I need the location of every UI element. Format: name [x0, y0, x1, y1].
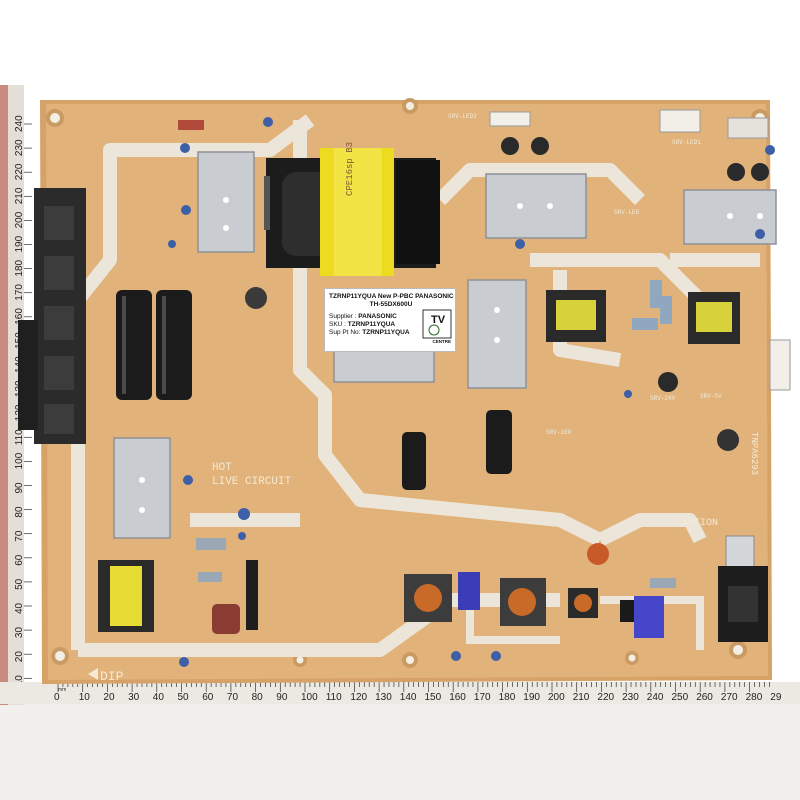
- ruler-label: 30: [14, 627, 25, 639]
- ruler-label: 210: [14, 187, 25, 204]
- ruler-unit: mm: [58, 687, 66, 693]
- ruler-label: 80: [252, 692, 264, 703]
- bulk-capacitors: [116, 137, 769, 490]
- bottom-ruler: 0 10 20 30 40 50 60 70 80 90 100 110 120 130 140 150 160…: [0, 682, 800, 704]
- ruler-label: 90: [14, 482, 25, 494]
- ruler-label: 130: [375, 692, 392, 703]
- ruler-label: 230: [14, 139, 25, 156]
- ruler-label: 30: [128, 692, 140, 703]
- left-connector: [18, 188, 86, 444]
- misc-components: [168, 109, 791, 667]
- ruler-label: 160: [449, 692, 466, 703]
- ruler-label: 29: [770, 692, 782, 703]
- ruler-label: 40: [153, 692, 165, 703]
- ac-inlet: [718, 535, 768, 642]
- ruler-label: 120: [350, 692, 367, 703]
- ruler-label: 270: [721, 692, 738, 703]
- svg-text:SRV-LED2: SRV-LED2: [448, 113, 477, 120]
- silkscreen-text: HOT LIVE CIRCUIT DIP CAUTION TNPA6293 SR…: [100, 113, 759, 684]
- svg-text:SRV-LED: SRV-LED: [614, 209, 640, 216]
- ruler-label: 200: [14, 211, 25, 228]
- ruler-label: 70: [14, 530, 25, 542]
- label-sku-row: SKU : TZRNP11YQUA: [329, 321, 396, 328]
- ruler-label: 180: [14, 259, 25, 276]
- ruler-label: 50: [14, 578, 25, 590]
- ruler-label: 60: [14, 554, 25, 566]
- ruler-label: 170: [474, 692, 491, 703]
- ruler-label: 110: [326, 692, 342, 703]
- ruler-label: 220: [14, 163, 25, 180]
- label-supplier-key: Supplier: [329, 313, 353, 320]
- main-transformer: CPE16sp B3: [266, 142, 440, 276]
- svg-text:SRV-LED1: SRV-LED1: [672, 139, 701, 146]
- ruler-label: 20: [103, 692, 115, 703]
- ruler-label: 250: [672, 692, 689, 703]
- ruler-label: 260: [696, 692, 713, 703]
- label-supplier-value: PANASONIC: [358, 313, 397, 320]
- ruler-label: 190: [14, 235, 25, 252]
- svg-text:LIVE CIRCUIT: LIVE CIRCUIT: [212, 476, 292, 488]
- svg-text:SRV-160: SRV-160: [546, 429, 572, 436]
- label-sku-key: SKU: [329, 321, 343, 328]
- ruler-label: 40: [14, 602, 25, 614]
- ruler-label: 150: [425, 692, 442, 703]
- ruler-label: 100: [301, 692, 318, 703]
- svg-text:HOT: HOT: [212, 462, 232, 474]
- ruler-label: 10: [79, 692, 91, 703]
- tv-centre-logo-icon: TV: [422, 309, 452, 339]
- ruler-label: 140: [400, 692, 417, 703]
- ruler-label: 220: [597, 692, 614, 703]
- ruler-label: 20: [14, 651, 25, 663]
- label-sup-pt-row: Sup Pt No: TZRNP11YQUA: [329, 329, 410, 336]
- label-sup-pt-value: TZRNP11YQUA: [362, 329, 410, 336]
- ruler-label: 200: [548, 692, 565, 703]
- small-transformers: [98, 290, 740, 632]
- label-supplier-row: Supplier : PANASONIC: [329, 313, 397, 320]
- common-mode-chokes: [404, 572, 664, 638]
- label-sup-pt-key: Sup Pt No:: [329, 329, 361, 336]
- ruler-label: 90: [276, 692, 288, 703]
- svg-text:SRV-24V: SRV-24V: [650, 395, 676, 402]
- ruler-label: 110: [14, 429, 25, 445]
- inventory-label: TZRNP11YQUA New P-PBC PANASONIC TH-55DX6…: [324, 288, 456, 352]
- ruler-label: 70: [227, 692, 239, 703]
- ruler-label: 50: [178, 692, 190, 703]
- svg-text:CPE16sp B3: CPE16sp B3: [345, 142, 355, 196]
- heatsink-screws: [139, 197, 763, 513]
- svg-text:SRV-5V: SRV-5V: [700, 393, 722, 400]
- ruler-label: 170: [14, 284, 25, 301]
- svg-text:CAUTION: CAUTION: [676, 518, 718, 529]
- ruler-label: 10: [14, 675, 25, 687]
- svg-text:DIP: DIP: [100, 669, 124, 684]
- ruler-label: 80: [14, 506, 25, 518]
- label-title: TZRNP11YQUA New P-PBC PANASONIC: [329, 293, 454, 300]
- ruler-label: 160: [14, 308, 25, 325]
- label-model: TH-55DX600U: [369, 301, 413, 308]
- ruler-label: 60: [202, 692, 214, 703]
- ruler-label: 230: [622, 692, 639, 703]
- ruler-label: 280: [746, 692, 763, 703]
- svg-text:TV: TV: [431, 314, 446, 326]
- ruler-label: 190: [523, 692, 540, 703]
- logo-text: CENTRE: [432, 339, 451, 344]
- ruler-label: 210: [573, 692, 590, 703]
- ruler-label: 240: [14, 115, 25, 132]
- label-sku-value: TZRNP11YQUA: [347, 321, 396, 328]
- ruler-label: 100: [14, 452, 25, 469]
- ruler-label: 240: [647, 692, 664, 703]
- dip-arrow-icon: [88, 668, 98, 680]
- ruler-label: 180: [499, 692, 516, 703]
- svg-text:TNPA6293: TNPA6293: [749, 432, 759, 475]
- ruler-label: 0: [54, 692, 60, 703]
